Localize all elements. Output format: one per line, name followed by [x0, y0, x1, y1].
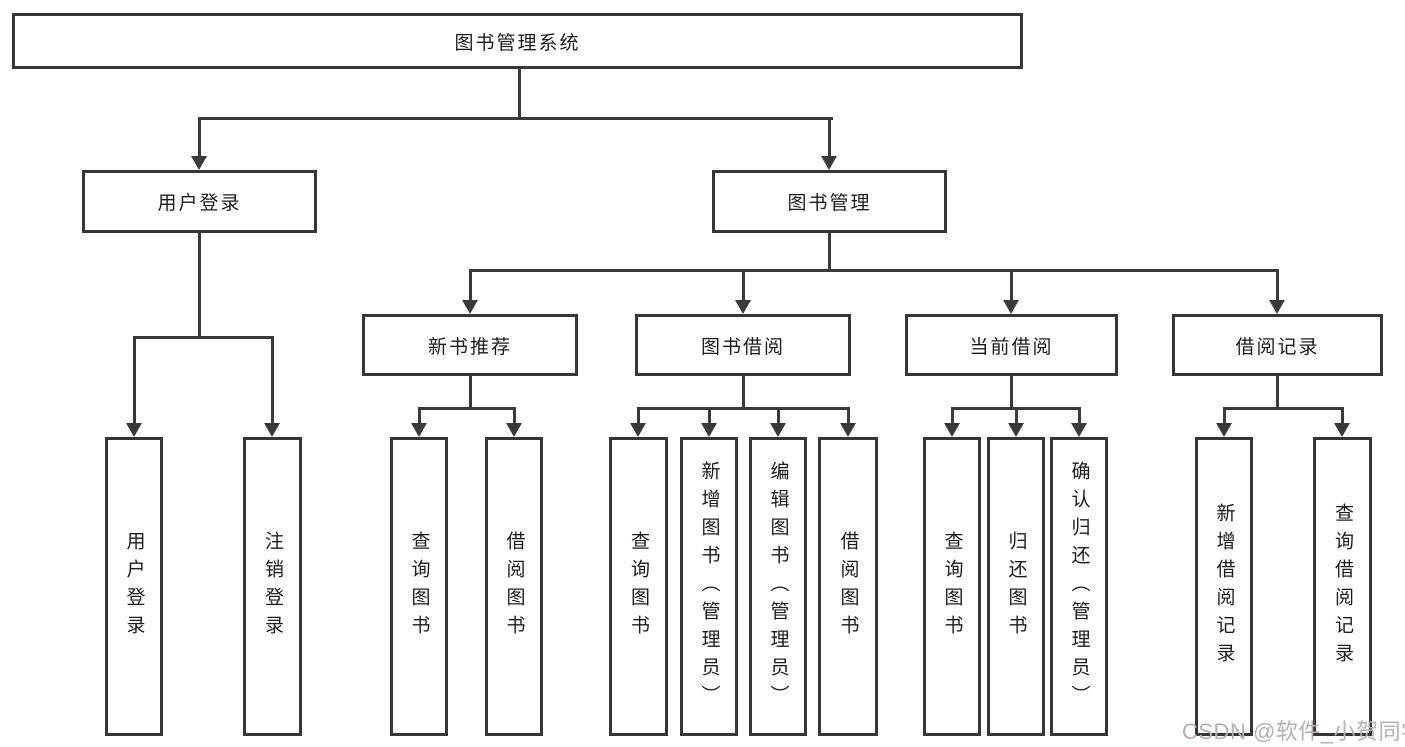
arrow-down-icon [840, 423, 856, 437]
connector-line [468, 376, 472, 409]
node-book-manage: 图书管理 [712, 170, 947, 233]
csdn-watermark: CSDN @软件_小贺同学 [1182, 719, 1405, 744]
leaf-logout: 注销登录 [243, 437, 302, 736]
connector-line [1340, 408, 1344, 425]
connector-line [197, 233, 201, 338]
connector-line [1014, 408, 1018, 425]
leaf-borrow-query: 查询图书 [609, 437, 668, 736]
connector-line [1009, 376, 1013, 409]
leaf-current-return: 归还图书 [987, 437, 1045, 736]
leaf-label: 新增借阅记录 [1213, 502, 1235, 671]
connector-line [741, 376, 745, 409]
arrow-down-icon [191, 156, 207, 170]
connector-line [1222, 406, 1344, 410]
connector-line [1275, 270, 1279, 302]
node-user-login: 用户登录 [82, 170, 317, 233]
connector-line [1222, 408, 1226, 425]
arrow-down-icon [1071, 423, 1087, 437]
leaf-current-query: 查询图书 [923, 437, 981, 736]
connector-line [636, 408, 640, 425]
connector-line [950, 408, 954, 425]
leaf-label: 查询图书 [628, 530, 649, 643]
connector-line [197, 118, 201, 158]
leaf-current-confirm-admin: 确认归还（管理员） [1050, 437, 1108, 736]
node-label: 用户登录 [157, 193, 242, 214]
node-label: 图书管理系统 [454, 32, 581, 54]
leaf-borrow-edit-admin: 编辑图书（管理员） [749, 437, 807, 736]
node-root-system: 图书管理系统 [12, 13, 1023, 69]
arrow-down-icon [701, 423, 717, 437]
connector-line [132, 335, 274, 339]
arrow-down-icon [506, 423, 522, 437]
connector-line [636, 406, 850, 410]
leaf-borrow-book: 借阅图书 [818, 437, 878, 736]
leaf-label: 确认归还（管理员） [1068, 460, 1090, 713]
arrow-down-icon [1216, 423, 1232, 437]
connector-line [741, 270, 745, 302]
leaf-record-add: 新增借阅记录 [1195, 437, 1253, 736]
leaf-label: 注销登录 [262, 530, 283, 643]
arrow-down-icon [821, 156, 837, 170]
connector-line [197, 116, 833, 120]
connector-line [517, 69, 521, 118]
arrow-down-icon [411, 423, 427, 437]
connector-line [707, 408, 711, 425]
leaf-label: 新增图书（管理员） [698, 460, 720, 713]
leaf-label: 查询图书 [941, 530, 963, 643]
connector-line [468, 268, 1279, 272]
connector-line [1077, 408, 1081, 425]
connector-line [417, 408, 421, 425]
leaf-label: 借阅图书 [503, 530, 525, 643]
leaf-user-login: 用户登录 [105, 437, 163, 736]
node-label: 图书管理 [787, 193, 872, 214]
node-borrow-record: 借阅记录 [1172, 314, 1383, 376]
node-label: 新书推荐 [427, 336, 512, 358]
leaf-label: 编辑图书（管理员） [767, 460, 789, 713]
leaf-label: 查询图书 [408, 530, 430, 643]
arrow-down-icon [126, 423, 142, 437]
arrow-down-icon [1003, 300, 1019, 314]
arrow-down-icon [1334, 423, 1350, 437]
connector-line [132, 337, 136, 425]
connector-line [270, 337, 274, 425]
arrow-down-icon [944, 423, 960, 437]
connector-line [846, 408, 850, 425]
node-label: 图书借阅 [700, 336, 785, 358]
arrow-down-icon [1008, 423, 1024, 437]
arrow-down-icon [770, 423, 786, 437]
arrow-down-icon [630, 423, 646, 437]
connector-line [827, 233, 831, 271]
connector-line [1009, 270, 1013, 302]
leaf-newbook-borrow: 借阅图书 [485, 437, 543, 736]
arrow-down-icon [735, 300, 751, 314]
leaf-label: 查询借阅记录 [1332, 502, 1353, 671]
leaf-label: 归还图书 [1005, 530, 1027, 643]
connector-line [512, 408, 516, 425]
leaf-borrow-add-admin: 新增图书（管理员） [680, 437, 738, 736]
leaf-record-query: 查询借阅记录 [1313, 437, 1372, 736]
connector-line [468, 270, 472, 302]
connector-line [1275, 376, 1279, 409]
connector-line [776, 408, 780, 425]
arrow-down-icon [1269, 300, 1285, 314]
connector-line [417, 406, 516, 410]
connector-line [827, 118, 831, 158]
node-new-book-recommend: 新书推荐 [362, 314, 578, 376]
leaf-label: 借阅图书 [837, 530, 859, 643]
leaf-label: 用户登录 [123, 530, 145, 643]
node-label: 借阅记录 [1235, 336, 1320, 358]
arrow-down-icon [462, 300, 478, 314]
node-current-borrow: 当前借阅 [905, 314, 1118, 376]
arrow-down-icon [264, 423, 280, 437]
node-book-borrow: 图书借阅 [635, 314, 851, 376]
node-label: 当前借阅 [969, 336, 1054, 358]
leaf-newbook-query: 查询图书 [390, 437, 448, 736]
